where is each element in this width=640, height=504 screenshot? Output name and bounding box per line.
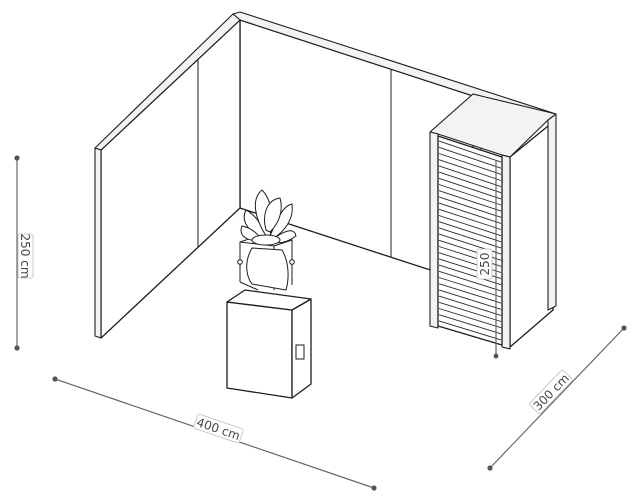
door-slat (438, 208, 502, 230)
stand-drape (246, 247, 289, 291)
cabin-rear-frame (547, 113, 557, 311)
door-slat (438, 177, 502, 200)
cabin-side-panel (509, 121, 554, 348)
door-slat (438, 308, 502, 329)
door-slat (438, 277, 502, 298)
counter-front (226, 301, 293, 399)
width-dim-label: 400 cm (195, 415, 242, 443)
cabin-top-frame (429, 93, 557, 158)
cabin-door-slats (438, 140, 502, 341)
depth-dim-label: 300 cm (531, 371, 572, 413)
door-slat (438, 215, 502, 237)
plant (240, 189, 297, 246)
left-wall (100, 19, 241, 339)
door-height-dim-label: 250 (478, 253, 492, 276)
door-slat (438, 202, 502, 224)
door-slat (438, 289, 502, 310)
door-slat (438, 314, 502, 335)
counter-top (226, 289, 312, 311)
door-slat (438, 227, 502, 249)
door-slat (438, 270, 502, 292)
door-slat (438, 295, 502, 316)
counter-side (291, 298, 312, 399)
depth-dim-line (489, 327, 625, 469)
door-slat (438, 301, 502, 322)
cabin-front-post (501, 154, 511, 350)
door-slat (438, 320, 502, 341)
door-slat (438, 146, 502, 169)
cabin-left-post (429, 131, 439, 329)
counter-outlet (295, 344, 305, 360)
door-slat (438, 190, 502, 212)
door-slat (438, 171, 502, 194)
left-wall-front-edge (94, 147, 102, 339)
height-dim-label: 250 cm (18, 233, 32, 278)
door-slat (438, 283, 502, 304)
door-slat (438, 196, 502, 218)
door-slat (438, 153, 502, 175)
door-slat (438, 221, 502, 243)
door-slat (438, 159, 502, 181)
door-slat (438, 264, 502, 286)
door-slat (438, 184, 502, 206)
door-slat (438, 140, 502, 163)
cabin-louvered-door (437, 135, 503, 346)
door-slat (438, 165, 502, 188)
